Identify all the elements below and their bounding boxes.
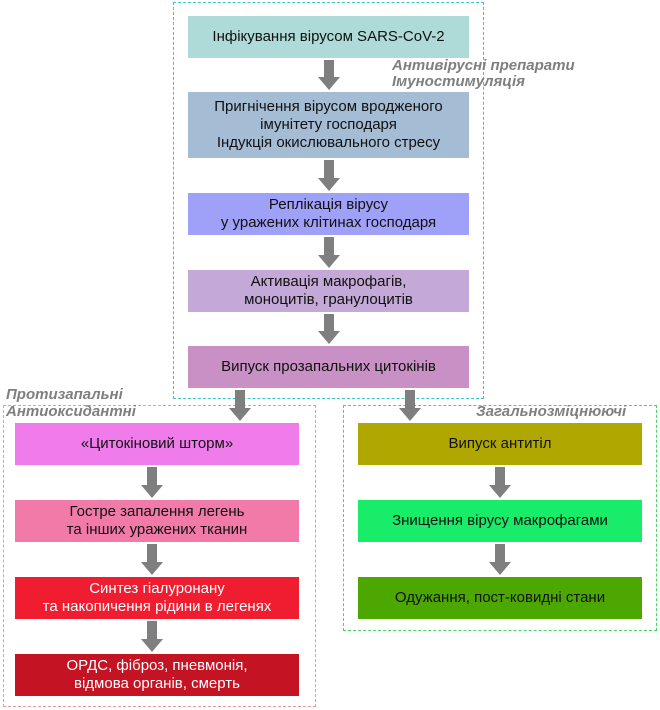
antiviral-label: Антивірусні препарати [392, 57, 575, 74]
cytokine-release-box: Випуск прозапальних цитокінів [188, 346, 469, 388]
virus-replication-box: Реплікація вірусу у уражених клітинах го… [188, 193, 469, 235]
arrow-inflammation-to-hyaluronan [141, 544, 163, 575]
antibody-release-box: Випуск антитіл [358, 423, 642, 465]
anti-inflammatory-label: Протизапальні [6, 386, 123, 403]
antioxidant-label: Антиоксидантні [6, 403, 136, 420]
arrow-release-to-storm [229, 390, 251, 421]
antiviral-region [173, 2, 484, 399]
lung-inflammation-box: Гостре запалення легень та інших уражени… [15, 500, 299, 542]
arrow-replication-to-activation [318, 237, 340, 268]
arrow-antibodies-to-destruction [489, 467, 511, 498]
cytokine-storm-box: «Цитокіновий шторм» [15, 423, 299, 465]
ards-outcome-box: ОРДС, фіброз, пневмонія, відмова органів… [15, 654, 299, 696]
arrow-activation-to-release [318, 314, 340, 344]
arrow-release-to-antibodies [399, 390, 421, 421]
macrophage-activation-box: Активація макрофагів, моноцитів, грануло… [188, 270, 469, 312]
arrow-infection-to-suppression [318, 60, 340, 90]
hyaluronan-synthesis-box: Синтез гіалуронану та накопичення рідини… [15, 577, 299, 619]
virus-destruction-box: Знищення вірусу макрофагами [358, 500, 642, 542]
infection-box: Інфікування вірусом SARS-CoV-2 [188, 16, 469, 58]
general-strengthening-label: Загальнозміцнюючі [476, 403, 627, 420]
immune-suppression-box: Пригнічення вірусом вродженого імунітету… [188, 92, 469, 158]
recovery-box: Одужання, пост-ковидні стани [358, 577, 642, 619]
arrow-storm-to-inflammation [141, 467, 163, 498]
arrow-hyaluronan-to-ards [141, 621, 163, 652]
immunostimulation-label: Імуностимуляція [392, 73, 525, 90]
anti-inflammatory-region [3, 405, 316, 707]
arrow-suppression-to-replication [318, 160, 340, 191]
general-strengthening-region [343, 405, 657, 631]
arrow-destruction-to-recovery [489, 544, 511, 575]
